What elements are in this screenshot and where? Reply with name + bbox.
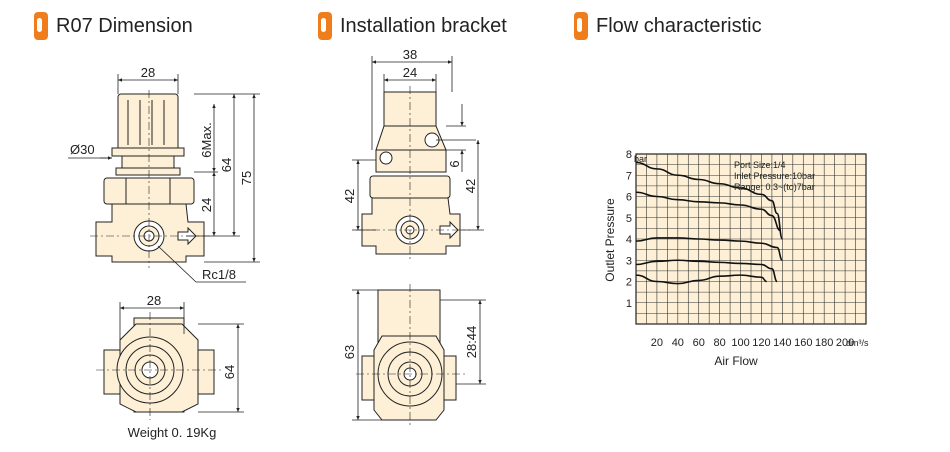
series-line-1 (635, 161, 784, 240)
series-line-2 (635, 191, 781, 232)
series-line-3 (635, 237, 783, 262)
x-tick-label: 140 (773, 337, 791, 349)
dim-bottom-width: 28 (147, 293, 161, 308)
section-header-dimension: R07 Dimension (34, 12, 193, 40)
regulator-bottom-view (103, 317, 215, 413)
section-title: R07 Dimension (56, 14, 193, 37)
dim-bracket-42-right: 42 (463, 179, 478, 193)
section-title: Installation bracket (340, 14, 507, 37)
y-tick-label: 6 (626, 192, 632, 204)
x-tick-label: 200 (836, 337, 854, 349)
x-tick-label: 80 (714, 337, 726, 349)
dim-bracket-24: 24 (403, 65, 417, 80)
y-tick-label: 3 (626, 255, 632, 267)
y-tick-label: 7 (626, 170, 632, 182)
x-tick-label: 40 (672, 337, 684, 349)
dim-bracket-38: 38 (403, 47, 417, 62)
y-tick-label: 2 (626, 277, 632, 289)
dim-height-64: 64 (219, 158, 234, 172)
bracket-bottom-view (361, 289, 457, 421)
weight-label: Weight 0. 19Kg (128, 425, 217, 440)
bullet-icon (34, 12, 48, 40)
x-tick-label: 180 (815, 337, 833, 349)
x-tick-label: 60 (693, 337, 705, 349)
x-tick-label: 20 (651, 337, 663, 349)
section-header-flow: Flow characteristic (574, 12, 762, 40)
y-tick-label: 8 (626, 149, 632, 161)
chart-note-port: Port Size:1/4 (734, 160, 786, 170)
series-line-5 (635, 274, 767, 285)
chart-note-inlet: Inlet Pressure:10bar (734, 171, 815, 181)
x-tick-label: 120 (752, 337, 770, 349)
dim-bracket-6: 6 (447, 160, 462, 167)
y-tick-label: 1 (626, 298, 632, 310)
y-tick-label: 5 (626, 213, 632, 225)
y-axis-label: Outlet Pressure (603, 198, 617, 282)
y-unit-label: bar (634, 154, 647, 164)
section-title: Flow characteristic (596, 14, 762, 37)
dim-height-24: 24 (199, 198, 214, 212)
bullet-icon (318, 12, 332, 40)
section-header-bracket: Installation bracket (318, 12, 507, 40)
x-unit-label: dm³/s (846, 338, 869, 348)
dim-bracket-2844: 28:44 (464, 326, 479, 359)
dim-top-width: 28 (141, 65, 155, 80)
series-line-4 (635, 259, 778, 283)
dim-height-75: 75 (239, 171, 254, 185)
x-tick-label: 160 (794, 337, 812, 349)
x-axis-label: Air Flow (714, 354, 758, 368)
dim-bracket-63: 63 (342, 345, 357, 359)
chart-note-range: Range: 0.3~(to)7bar (734, 182, 815, 192)
dim-port-size: Rc1/8 (202, 267, 236, 282)
bullet-icon (574, 12, 588, 40)
y-tick-label: 4 (626, 234, 632, 246)
dim-diameter: Ø30 (70, 142, 95, 157)
dim-bottom-height: 64 (222, 365, 237, 379)
x-tick-label: 100 (731, 337, 749, 349)
dim-max-label: 6Max. (199, 122, 214, 157)
dim-bracket-42-left: 42 (342, 189, 357, 203)
